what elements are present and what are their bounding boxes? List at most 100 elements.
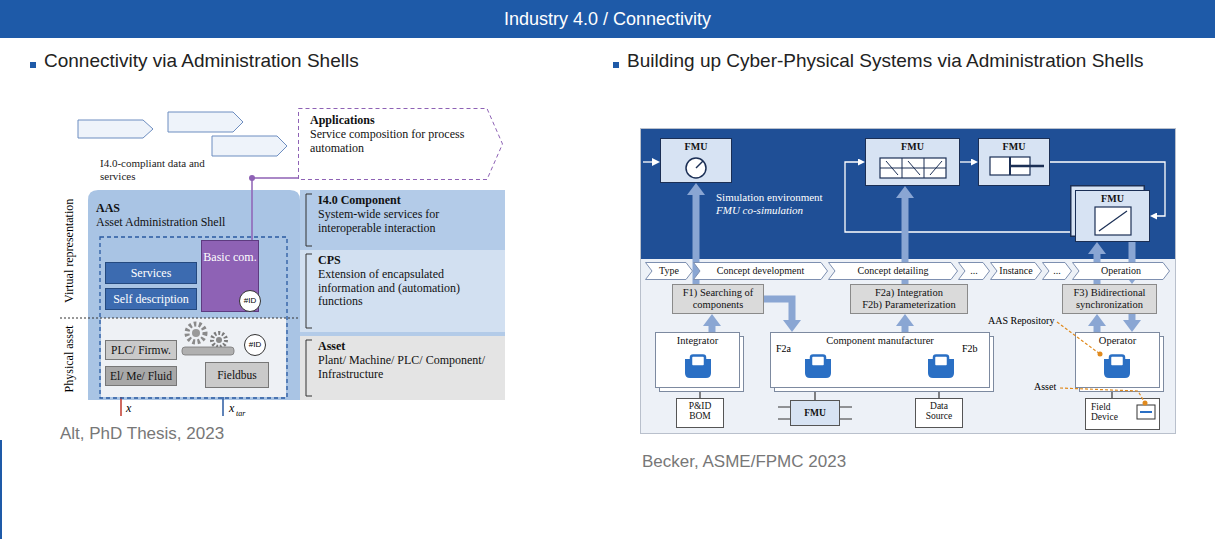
data-service-tags (78, 112, 287, 156)
node-text: Field Device (1091, 402, 1133, 423)
connector (814, 388, 815, 400)
flow-arrow (764, 299, 792, 320)
node-text: Operator (1099, 335, 1136, 347)
repository-label: AAS Repository (988, 315, 1054, 327)
bullet-text: Connectivity via Administration Shells (44, 50, 359, 72)
node-text: Services (131, 263, 172, 283)
node-subtext: Plant/ Machine/ PLC/ Component/ Infrastr… (318, 354, 499, 382)
node-text: F1) Searching of components (677, 287, 759, 311)
node-subtext: Asset Administration Shell (96, 216, 225, 230)
asset-part-box: PLC/ Firmw. (105, 340, 177, 360)
flow-arrow (693, 195, 700, 284)
node-text: Instance (999, 262, 1032, 280)
shell-box: AASAsset Administration ShellServicesSel… (88, 190, 300, 400)
connector (960, 161, 971, 162)
connector (252, 178, 298, 240)
document-box: P&ID BOM (676, 398, 724, 428)
node-text: Integrator (677, 335, 718, 347)
node-text: El/ Me/ Fluid (110, 367, 172, 385)
data-source-box: Data Source (915, 398, 963, 428)
node-text: Fieldbus (217, 363, 257, 387)
bullet (613, 62, 619, 68)
fmu-box: FMU (865, 138, 960, 186)
layer-band: CPSExtension of encapsulated information… (300, 250, 505, 332)
node-text: FMU (685, 141, 708, 153)
axis-label: Virtual representation (63, 189, 77, 313)
outline-shape (829, 263, 958, 280)
connector (699, 388, 700, 398)
node-subtext: F2b) Parameterization (862, 299, 956, 311)
node-text: F2a) Integration (875, 287, 943, 299)
function-tag: F2a (776, 343, 791, 355)
node-text: Component manufacturer (826, 335, 934, 347)
node-text: Type (659, 262, 679, 280)
layer-band: I4.0 ComponentSystem-wide services for i… (300, 190, 505, 400)
function-box: F3) Bidirectional synchronization (1062, 284, 1157, 314)
node-text: Data Source (918, 401, 960, 422)
node-text: Asset (318, 340, 345, 354)
phase-chevron: Instance (990, 262, 1042, 280)
divider (60, 318, 88, 319)
node-text: ... (970, 262, 978, 280)
bullet (30, 62, 36, 68)
connector (1111, 388, 1112, 398)
simulation-environment: Simulation environmentFMU co-simulation … (641, 129, 1175, 259)
role-card: Integrator (655, 332, 740, 388)
node-text: Applications (310, 114, 375, 128)
outline-shape (1043, 263, 1072, 280)
outline-shape (959, 263, 990, 280)
arrow-head (652, 158, 660, 166)
function-tag: F2b (962, 343, 978, 355)
phase-chevron: ... (958, 262, 990, 280)
function-box: F1) Searching of components (672, 284, 764, 314)
title-bar: Industry 4.0 / Connectivity (0, 0, 1215, 38)
layer-band: AssetPlant/ Machine/ PLC/ Component/ Inf… (300, 336, 505, 400)
outline-shape (991, 263, 1042, 280)
outline-shape (646, 263, 693, 280)
node-text: Operation (1101, 262, 1141, 280)
phase-chevron: Operation (1072, 262, 1170, 280)
fmu-box: FMU (1075, 190, 1150, 242)
asset-label: Asset (1034, 381, 1056, 393)
id-tag: #ID (239, 290, 261, 312)
id-tag: #ID (244, 334, 266, 356)
frame-line (0, 440, 2, 539)
figure-panel (641, 129, 1176, 434)
node-text: FMU (804, 403, 826, 423)
outline-shape (1073, 263, 1170, 280)
fmu-box: FMU (978, 138, 1050, 186)
node-text: PLC/ Firmw. (111, 341, 171, 359)
connector (938, 388, 939, 398)
node-text: FMU (1003, 141, 1026, 153)
node-subtext: System-wide services for interoperable i… (318, 208, 499, 236)
node-text: ... (1053, 262, 1061, 280)
phase-chevron: ... (1042, 262, 1072, 280)
node-text: FMU (1101, 193, 1124, 205)
phase-chevron: Type (645, 262, 693, 280)
flow-arrow (1129, 314, 1136, 320)
node-text: AAS (96, 202, 120, 216)
node-text: Concept development (717, 262, 804, 280)
layer-box: ApplicationsService composition for proc… (298, 108, 503, 180)
phase-chevron: Concept detailing (828, 262, 958, 280)
node-text: F3) Bidirectional synchronization (1067, 287, 1152, 311)
field-device-box: Field Device (1085, 398, 1160, 430)
data-note: I4.0-compliant data and services (100, 157, 218, 182)
service-box: Self description (105, 288, 197, 310)
aas-shell (88, 190, 300, 400)
function-box: F2a) IntegrationF2b) Parameterization (850, 284, 968, 314)
phase-chevron: Concept development (693, 262, 828, 280)
role-card: Component manufacturer (770, 332, 990, 388)
node-text: Basic com. (203, 251, 256, 265)
node-text: P&ID BOM (679, 401, 721, 422)
service-box: Services (105, 262, 197, 284)
signal-name: x (126, 402, 131, 416)
source-caption: Becker, ASME/FPMC 2023 (642, 452, 846, 472)
fmu-box: FMU (660, 138, 732, 183)
input-line (643, 161, 652, 162)
node-subtext: Extension of encapsulated information an… (318, 268, 499, 309)
signal-line (222, 388, 224, 416)
signal-subscript: tar (236, 409, 245, 418)
title-text: Industry 4.0 / Connectivity (504, 0, 711, 38)
